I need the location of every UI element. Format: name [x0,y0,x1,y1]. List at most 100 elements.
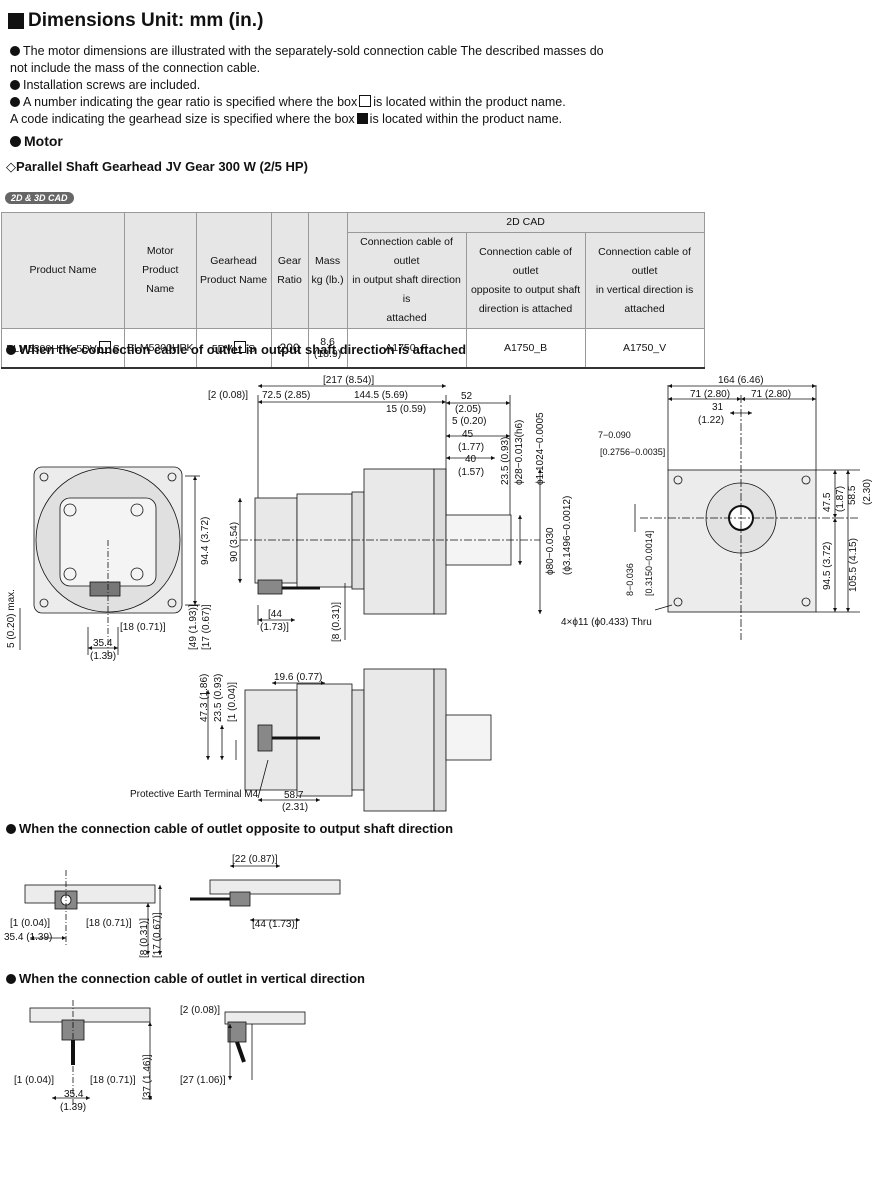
dim-90: 90 (3.54) [229,522,240,562]
note-text: Installation screws are included. [23,78,201,92]
dim-217: [217 (8.54)] [323,375,374,386]
note-3: A number indicating the gear ratio is sp… [10,94,566,111]
section-2-heading: When the connection cable of outlet oppo… [6,821,453,836]
note-text: not include the mass of the connection c… [10,61,261,75]
dim-0-2756: [0.2756−0.0035] [600,447,665,457]
end-view [634,384,860,640]
motor-heading-text: Motor [24,133,63,149]
dim-phi-80: ϕ80−0.030 [545,527,556,575]
col-product-name: Product Name [1,212,125,329]
mass-kg: 8.6 [320,336,335,348]
dim-58-5: 58.5 [847,485,858,505]
section-1-heading: When the connection cable of outlet in o… [6,342,466,357]
bullet-icon [6,974,16,984]
dim-58-7: 58.7 [284,790,304,801]
dim-35-4-in: (1.39) [90,651,116,662]
dim-35-4-d-in: (1.39) [60,1102,86,1113]
bullet-icon [10,97,20,107]
col-ratio-l2: Ratio [277,273,302,286]
empty-box-icon [234,341,247,353]
col-cad-1: Connection cable of outlet in output shaf… [346,232,467,329]
dim-45-in: (1.77) [458,442,484,453]
dim-phi-28: ϕ28−0.013(h6) [514,420,525,485]
filled-box-icon [356,113,368,124]
dim-52: 52 [461,391,473,402]
product-suffix: S [112,343,120,355]
dim-8-c: [8 (0.31)] [139,918,150,958]
dim-164: 164 (6.46) [718,375,764,386]
dim-22: [22 (0.87)] [232,854,278,865]
dim-47-3: 47.3 (1.86) [199,674,210,722]
col-2d-cad: 2D CAD [346,212,705,233]
dim-17-c: [17 (0.67)] [152,912,163,958]
dim-phi-3-1496: (ϕ3.1496−0.0012) [562,496,573,575]
dim-17: [17 (0.67)] [201,604,212,650]
dim-23-5: 23.5 (0.93) [500,437,511,485]
cell-cad-3[interactable]: A1750_V [584,328,705,369]
dim-phi-1-1024: ϕ1.1024−0.0005 [535,412,546,485]
cell-cad-2[interactable]: A1750_B [465,328,586,369]
col-cad3-l1: Connection cable of outlet [598,245,691,277]
cad-1-link[interactable]: A1750_F [385,342,428,354]
bullet-icon [6,824,16,834]
section-3-text: When the connection cable of outlet in v… [19,971,365,986]
cell-cad-1[interactable]: A1750_F [346,328,467,369]
dim-8-keyway: 8−0.036 [625,563,635,596]
dim-35-4: 35.4 [93,638,113,649]
dim-0-3150: [0.3150−0.0014] [644,531,654,596]
dim-1-c: [1 (0.04)] [10,918,50,929]
section-2-views [24,864,341,955]
dim-5-max: 5 (0.20) max. [6,589,17,648]
col-cad1-l2: in output shaft direction is [352,274,461,305]
gearhead-prefix: 5DV [211,343,233,355]
col-cad2-l2: opposite to output shaft [470,283,581,296]
pe-terminal-label: Protective Earth Terminal M4 [130,789,259,800]
cell-ratio: 200 [270,328,309,369]
dim-71-left: 71 (2.80) [690,389,730,400]
note-2: Installation screws are included. [10,77,200,94]
dim-15: 15 (0.59) [386,404,426,415]
empty-box-icon [359,95,372,107]
dim-94-4: 94.4 (3.72) [200,517,211,565]
section-2-text: When the connection cable of outlet oppo… [19,821,454,836]
col-ratio-l1: Gear [277,254,302,267]
dim-44-c: [44 (1.73)] [252,919,298,930]
section-3-views [29,1000,306,1110]
col-cad3-l2: in vertical direction is [595,283,694,296]
note-1-cont: not include the mass of the connection c… [10,60,260,77]
cad-tag: 2D & 3D CAD [5,192,74,204]
diamond-icon: ◇ [6,159,16,174]
note-text: is located within the product name. [369,112,563,126]
section-3-heading: When the connection cable of outlet in v… [6,971,365,986]
motor-heading: Motor [10,133,63,149]
dim-1-b: [1 (0.04)] [227,682,238,722]
dim-105-5: 105.5 (4.15) [848,538,859,592]
dim-35-4-c: 35.4 (1.39) [4,932,52,943]
gearhead-heading-text: Parallel Shaft Gearhead JV Gear 300 W (2… [16,159,308,174]
note-text: A number indicating the gear ratio is sp… [23,95,358,109]
dim-49: [49 (1.93)] [188,604,199,650]
dim-72-5: 72.5 (2.85) [262,390,310,401]
note-text: The motor dimensions are illustrated wit… [23,44,604,58]
cad-3-link[interactable]: A1750_V [622,342,667,354]
dim-18: [18 (0.71)] [120,622,166,633]
section-1-text: When the connection cable of outlet in o… [19,342,467,357]
dim-45: 45 [462,429,474,440]
gearhead-suffix: S [248,343,256,355]
square-bullet-icon [8,13,24,29]
dim-35-4-d: 35.4 [64,1089,84,1100]
cad-2-link[interactable]: A1750_B [503,342,548,354]
col-cad1-l1: Connection cable of outlet [360,236,453,267]
page-title-text: Dimensions Unit: mm (in.) [28,10,264,31]
dim-71-right: 71 (2.80) [751,389,791,400]
note-4: A code indicating the gearhead size is s… [10,111,562,128]
dim-23-5-b: 23.5 (0.93) [213,674,224,722]
